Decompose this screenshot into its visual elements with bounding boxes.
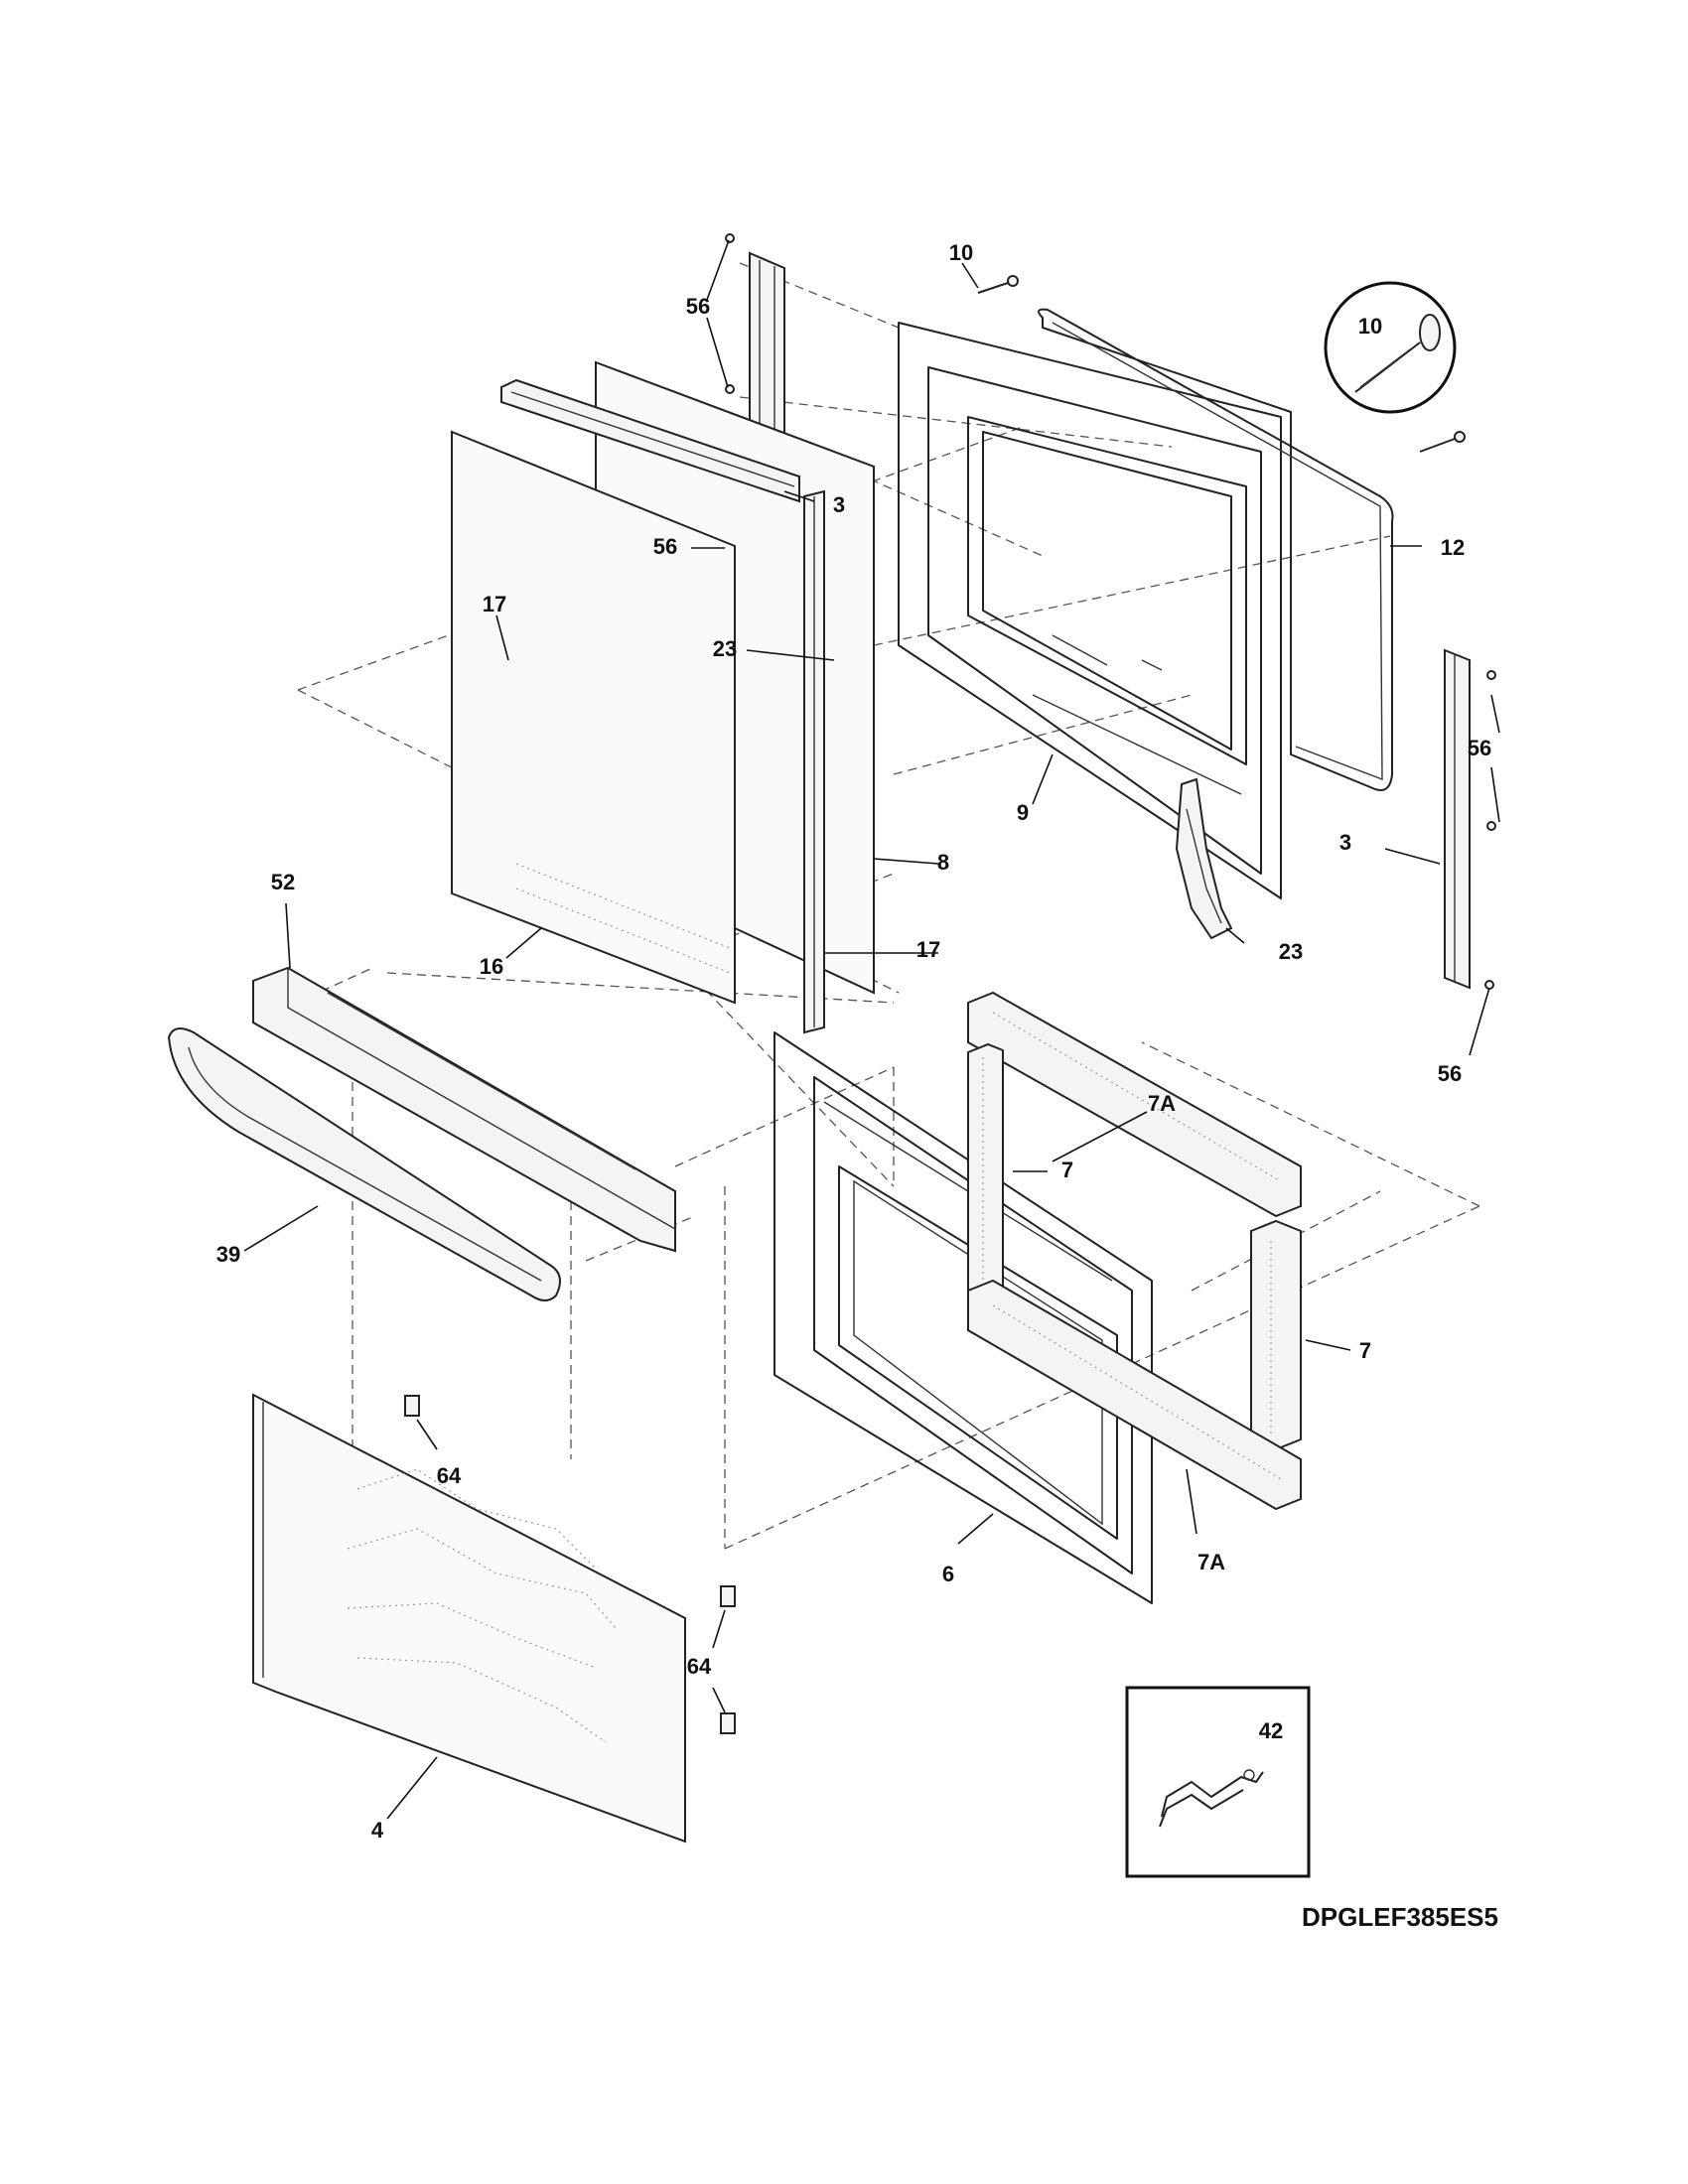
- callout-7A-top: 7A: [1148, 1091, 1176, 1116]
- callout-23-right: 23: [1279, 939, 1303, 964]
- bracket-42-inset: [1125, 1686, 1311, 1878]
- screw-10-detail-inset: [1324, 281, 1466, 453]
- model-code: DPGLEF385ES5: [1302, 1902, 1498, 1932]
- callout-7-right: 7: [1359, 1338, 1371, 1363]
- callout-17-side: 17: [916, 937, 940, 962]
- callout-labels: 56 3 56 10 10 12 17 23 9 56 3 8 17 16 52…: [216, 240, 1491, 1843]
- callout-42: 42: [1259, 1718, 1283, 1743]
- door-liner-6: [774, 1031, 1153, 1604]
- glass-channel-17-top: [500, 378, 800, 503]
- inner-door-frame-9: [898, 322, 1282, 899]
- hinge-channel-right: [1444, 648, 1471, 990]
- middle-glass-16: [451, 430, 736, 1005]
- callout-7-left: 7: [1061, 1158, 1073, 1182]
- callout-4: 4: [371, 1818, 384, 1843]
- outer-glass-panel-4: [252, 1393, 686, 1843]
- callout-56-right: 56: [1468, 736, 1491, 760]
- glass-channel-17-side: [803, 489, 825, 1034]
- insulation-7A-top: [967, 991, 1302, 1218]
- door-bumper-64-lower: [720, 1712, 736, 1734]
- callout-8: 8: [937, 850, 949, 875]
- door-hinge-23-right: [1175, 777, 1233, 940]
- callout-6: 6: [942, 1562, 954, 1586]
- trim-52: [252, 966, 676, 1253]
- callout-16: 16: [480, 954, 503, 979]
- screw-56-right-group: [1484, 670, 1496, 990]
- callout-3-right: 3: [1339, 830, 1351, 855]
- callout-56-top: 56: [686, 294, 710, 319]
- callout-17-top: 17: [483, 592, 506, 616]
- door-gasket-12: [1038, 308, 1394, 791]
- callout-39: 39: [216, 1242, 240, 1267]
- callout-52: 52: [271, 870, 295, 894]
- callout-23-left: 23: [713, 636, 737, 661]
- leader-lines: [243, 239, 1500, 1820]
- callout-7A-bottom: 7A: [1197, 1550, 1225, 1574]
- callout-12: 12: [1441, 535, 1465, 560]
- callout-3-left: 3: [833, 492, 845, 517]
- callout-10-detail: 10: [1358, 314, 1382, 339]
- callout-9: 9: [1017, 800, 1029, 825]
- callout-10: 10: [949, 240, 973, 265]
- screw-10: [977, 275, 1019, 294]
- door-handle-39: [167, 1027, 561, 1301]
- insulation-7A-bottom: [967, 1279, 1302, 1511]
- door-bumper-64-upper: [720, 1585, 736, 1607]
- insulation-7-right: [1250, 1219, 1302, 1451]
- insulation-7-left: [967, 1042, 1004, 1304]
- callout-64-top: 64: [437, 1463, 462, 1488]
- door-bumper-64-top: [404, 1395, 420, 1417]
- callout-56-bottom-right: 56: [1438, 1061, 1462, 1086]
- callout-64-bottom: 64: [687, 1654, 712, 1679]
- callout-56-left: 56: [653, 534, 677, 559]
